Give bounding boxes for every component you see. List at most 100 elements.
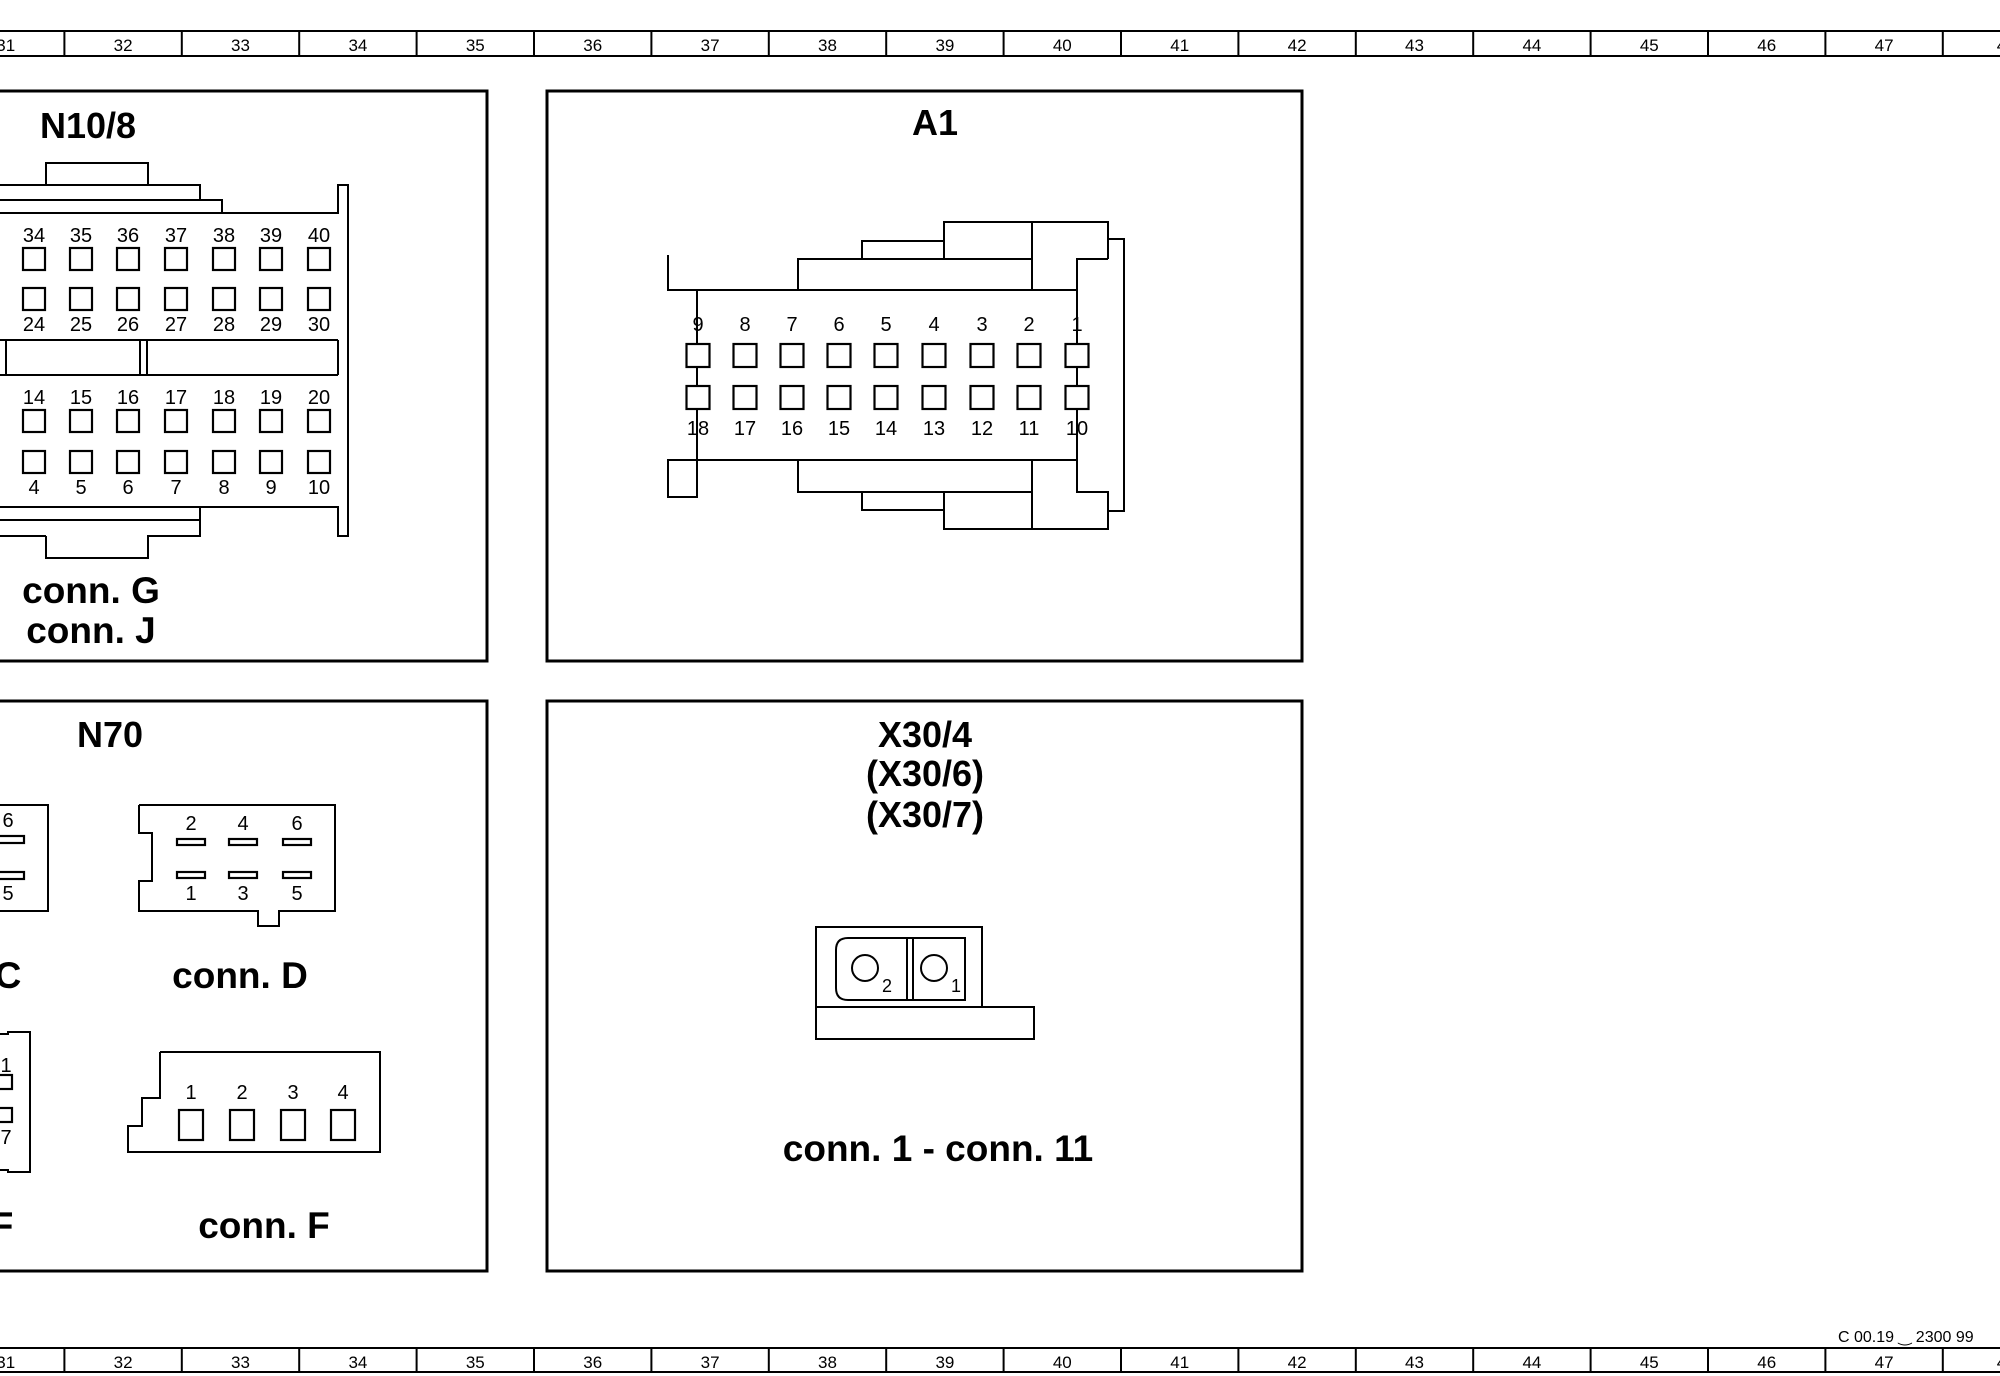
- pin-number: 5: [880, 314, 891, 336]
- panel-title-x30-4: X30/4: [878, 714, 972, 755]
- connector-n70-c: 6 5 C: [0, 804, 49, 996]
- pin-c-6: 6: [2, 810, 13, 832]
- pin-box: [969, 342, 995, 369]
- ruler-cell: 42: [1288, 36, 1307, 55]
- pin-box: [68, 449, 94, 475]
- pin-box: [732, 342, 758, 369]
- panel-x30-4: X30/4 (X30/6) (X30/7) 2 1 conn. 1 - conn…: [545, 699, 1304, 1273]
- pin-number: 37: [165, 225, 187, 247]
- pin-number: 1: [185, 1082, 196, 1104]
- pin-number: 9: [692, 314, 703, 336]
- pin-number: 17: [165, 387, 187, 409]
- pin-box: [1016, 342, 1042, 369]
- ruler-cell: 36: [583, 36, 602, 55]
- ruler-cell: 32: [114, 36, 133, 55]
- pin-number: 24: [23, 314, 45, 336]
- pin-box: [685, 342, 711, 369]
- pin-box: [306, 408, 332, 434]
- pin-box: [873, 384, 899, 411]
- pin-e-7: 7: [0, 1127, 11, 1149]
- caption-conn-d: conn. D: [172, 955, 308, 996]
- ruler-cell: 36: [583, 1353, 602, 1372]
- pin-number: 15: [70, 387, 92, 409]
- pin-box: [163, 286, 189, 312]
- pin-number: 14: [23, 387, 45, 409]
- ruler-cell: 40: [1053, 1353, 1072, 1372]
- pin-number: 40: [308, 225, 330, 247]
- pin-number: 16: [117, 387, 139, 409]
- pin-box: [258, 286, 284, 312]
- blade-terminal: [281, 870, 313, 880]
- pin-box: [177, 1108, 205, 1142]
- pin-box: [21, 246, 47, 272]
- pin-box: [115, 449, 141, 475]
- ruler-cell: 43: [1405, 36, 1424, 55]
- ruler-cell: 35: [466, 36, 485, 55]
- pin-box: [68, 246, 94, 272]
- pin-number: 4: [237, 813, 248, 835]
- pin-number: 29: [260, 314, 282, 336]
- caption-conn-c: C: [0, 955, 21, 996]
- doc-code: C 00.19 ‿ 2300 99: [1838, 1329, 1974, 1346]
- pin-number: 2: [1023, 314, 1034, 336]
- pin-number: 4: [28, 477, 39, 499]
- pin-box: [163, 449, 189, 475]
- pin-number: 9: [265, 477, 276, 499]
- pin-box: [68, 286, 94, 312]
- pin-number: 18: [213, 387, 235, 409]
- pin-number: 16: [781, 418, 803, 440]
- pin-number: 4: [337, 1082, 348, 1104]
- pin-box: [115, 246, 141, 272]
- pin-box: [163, 408, 189, 434]
- ruler-cell: 32: [114, 1353, 133, 1372]
- caption-conn-g: conn. G: [22, 570, 160, 611]
- pin-number: 15: [828, 418, 850, 440]
- ruler-cell: 44: [1522, 36, 1541, 55]
- ruler-cell: 45: [1640, 36, 1659, 55]
- pin-box: [279, 1108, 307, 1142]
- ruler-cell: 31: [0, 36, 15, 55]
- pin-box: [1016, 384, 1042, 411]
- panel-title-n70: N70: [77, 714, 143, 755]
- caption-conn-e: F: [0, 1205, 13, 1246]
- ruler-cell: 4: [1997, 1353, 2000, 1372]
- pin-number: 5: [291, 883, 302, 905]
- pin-number: 26: [117, 314, 139, 336]
- pin-box: [732, 384, 758, 411]
- ruler-cell: 33: [231, 1353, 250, 1372]
- blade-terminal: [175, 870, 207, 880]
- pin-box: [306, 449, 332, 475]
- ruler-cell: 34: [348, 1353, 367, 1372]
- pin-box: [228, 1108, 256, 1142]
- pin-number: 30: [308, 314, 330, 336]
- pin-number: 3: [237, 883, 248, 905]
- pin-number: 6: [833, 314, 844, 336]
- pin-e-1: 1: [0, 1055, 11, 1077]
- panel-title-x30-7: (X30/7): [866, 794, 984, 835]
- pin-box: [211, 246, 237, 272]
- ruler-cell: 46: [1757, 1353, 1776, 1372]
- panel-title-a1: A1: [912, 102, 958, 143]
- blade-terminal: [281, 837, 313, 847]
- pin-number: 34: [23, 225, 45, 247]
- pin-number: 38: [213, 225, 235, 247]
- pin-number: 27: [165, 314, 187, 336]
- ruler-cell: 37: [701, 36, 720, 55]
- pin-box: [115, 286, 141, 312]
- caption-conn-j: conn. J: [26, 610, 156, 651]
- pin-number: 2: [185, 813, 196, 835]
- pin-number: 10: [1066, 418, 1088, 440]
- pin-number: 4: [928, 314, 939, 336]
- pin-box: [969, 384, 995, 411]
- ruler-cell: 4: [1997, 36, 2000, 55]
- pin-box: [68, 408, 94, 434]
- pin-box: [873, 342, 899, 369]
- pin-number: 8: [739, 314, 750, 336]
- pin-number: 13: [923, 418, 945, 440]
- ruler-cell: 46: [1757, 36, 1776, 55]
